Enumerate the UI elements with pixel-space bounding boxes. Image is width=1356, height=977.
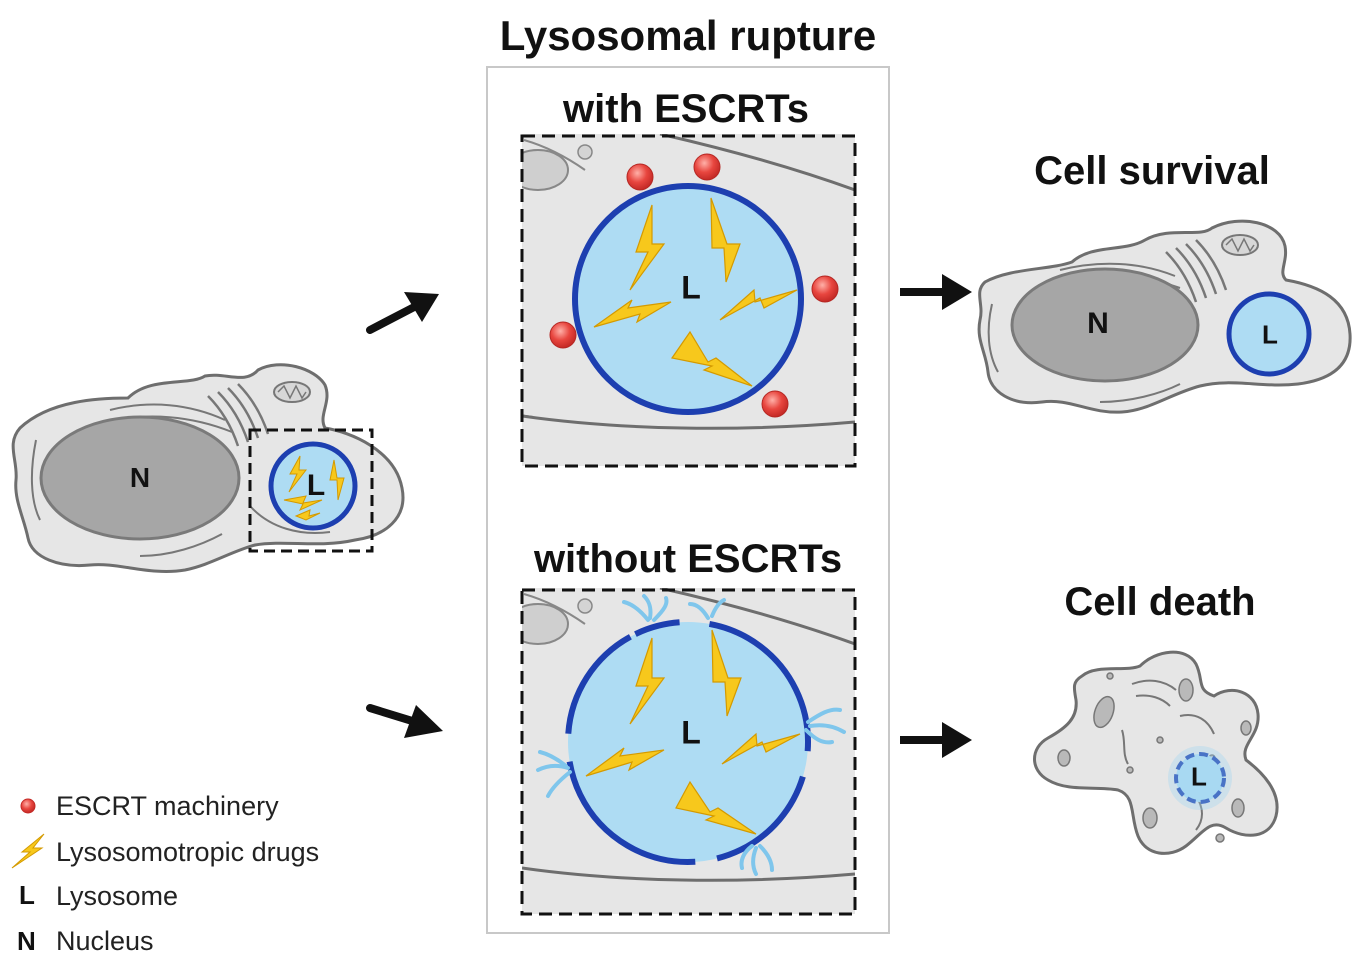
legend-escrt-label: ESCRT machinery xyxy=(56,791,279,821)
surviving-cell xyxy=(977,219,1352,414)
escrt-dot xyxy=(693,153,721,181)
lysosome-intact xyxy=(572,183,804,415)
title-cell-survival: Cell survival xyxy=(1034,149,1270,193)
title-without-escrts: without ESCRTs xyxy=(533,537,843,581)
title-cell-death: Cell death xyxy=(1064,580,1256,624)
mitochondrion-right xyxy=(1221,234,1259,256)
arrow-to-with-escrts xyxy=(366,292,439,334)
zoom-box-top xyxy=(520,134,857,468)
escrt-dots xyxy=(549,153,839,418)
escrt-dot xyxy=(811,275,839,303)
legend-lysosome-key: L xyxy=(19,880,35,910)
lysosome-label-death: L xyxy=(1191,761,1207,792)
zoom-box xyxy=(248,428,374,553)
arrows xyxy=(366,274,972,758)
without-escrts-zoom xyxy=(520,588,857,916)
zoom-box-bottom xyxy=(520,588,857,916)
legend-nucleus-key: N xyxy=(17,926,36,956)
escrt-dot xyxy=(761,390,789,418)
golgi-right xyxy=(1165,239,1228,303)
title-with-escrts: with ESCRTs xyxy=(563,87,809,131)
drug-icons xyxy=(283,455,345,521)
lysosome-repaired xyxy=(1226,291,1312,377)
lysosome-label-survival: L xyxy=(1262,319,1278,350)
with-escrts-zoom xyxy=(520,134,857,468)
arrow-to-without-escrts xyxy=(366,704,443,738)
nucleus-label: N xyxy=(129,462,151,493)
lysosome-label-with-escrts: L xyxy=(681,269,701,306)
legend-icons xyxy=(11,798,45,869)
lysosome-label: L xyxy=(306,469,326,502)
dying-cell-cytoplasm xyxy=(1033,650,1279,855)
escrt-dot xyxy=(549,321,577,349)
nucleus-survival xyxy=(1010,267,1200,383)
escrt-dot xyxy=(626,163,654,191)
lysosome-leaky xyxy=(1168,746,1232,810)
arrow-to-survival xyxy=(900,274,972,310)
mitochondrion xyxy=(273,381,311,403)
legend-drug-label: Lysosomotropic drugs xyxy=(56,837,320,867)
nucleus xyxy=(39,415,241,541)
legend-nucleus-label: Nucleus xyxy=(56,926,154,956)
legend-drug-icon xyxy=(11,833,45,869)
dying-cell xyxy=(1033,650,1279,855)
nucleus-label-survival: N xyxy=(1087,307,1109,340)
drug-icons-bottom xyxy=(585,629,801,835)
leak-splashes xyxy=(536,594,846,876)
legend-lysosome-label: Lysosome xyxy=(56,881,179,911)
lysosome-label-without-escrts: L xyxy=(681,714,701,751)
starting-cell xyxy=(11,363,405,573)
legend-escrt-icon xyxy=(20,798,36,814)
title-lysosomal-rupture: Lysosomal rupture xyxy=(499,12,877,59)
lysosome-ruptured-membrane xyxy=(565,619,811,865)
lysosome-ruptured-fill xyxy=(568,622,808,862)
drug-icons-top xyxy=(593,197,798,387)
golgi xyxy=(207,383,270,447)
arrow-to-death xyxy=(900,722,972,758)
debris xyxy=(1057,672,1252,843)
